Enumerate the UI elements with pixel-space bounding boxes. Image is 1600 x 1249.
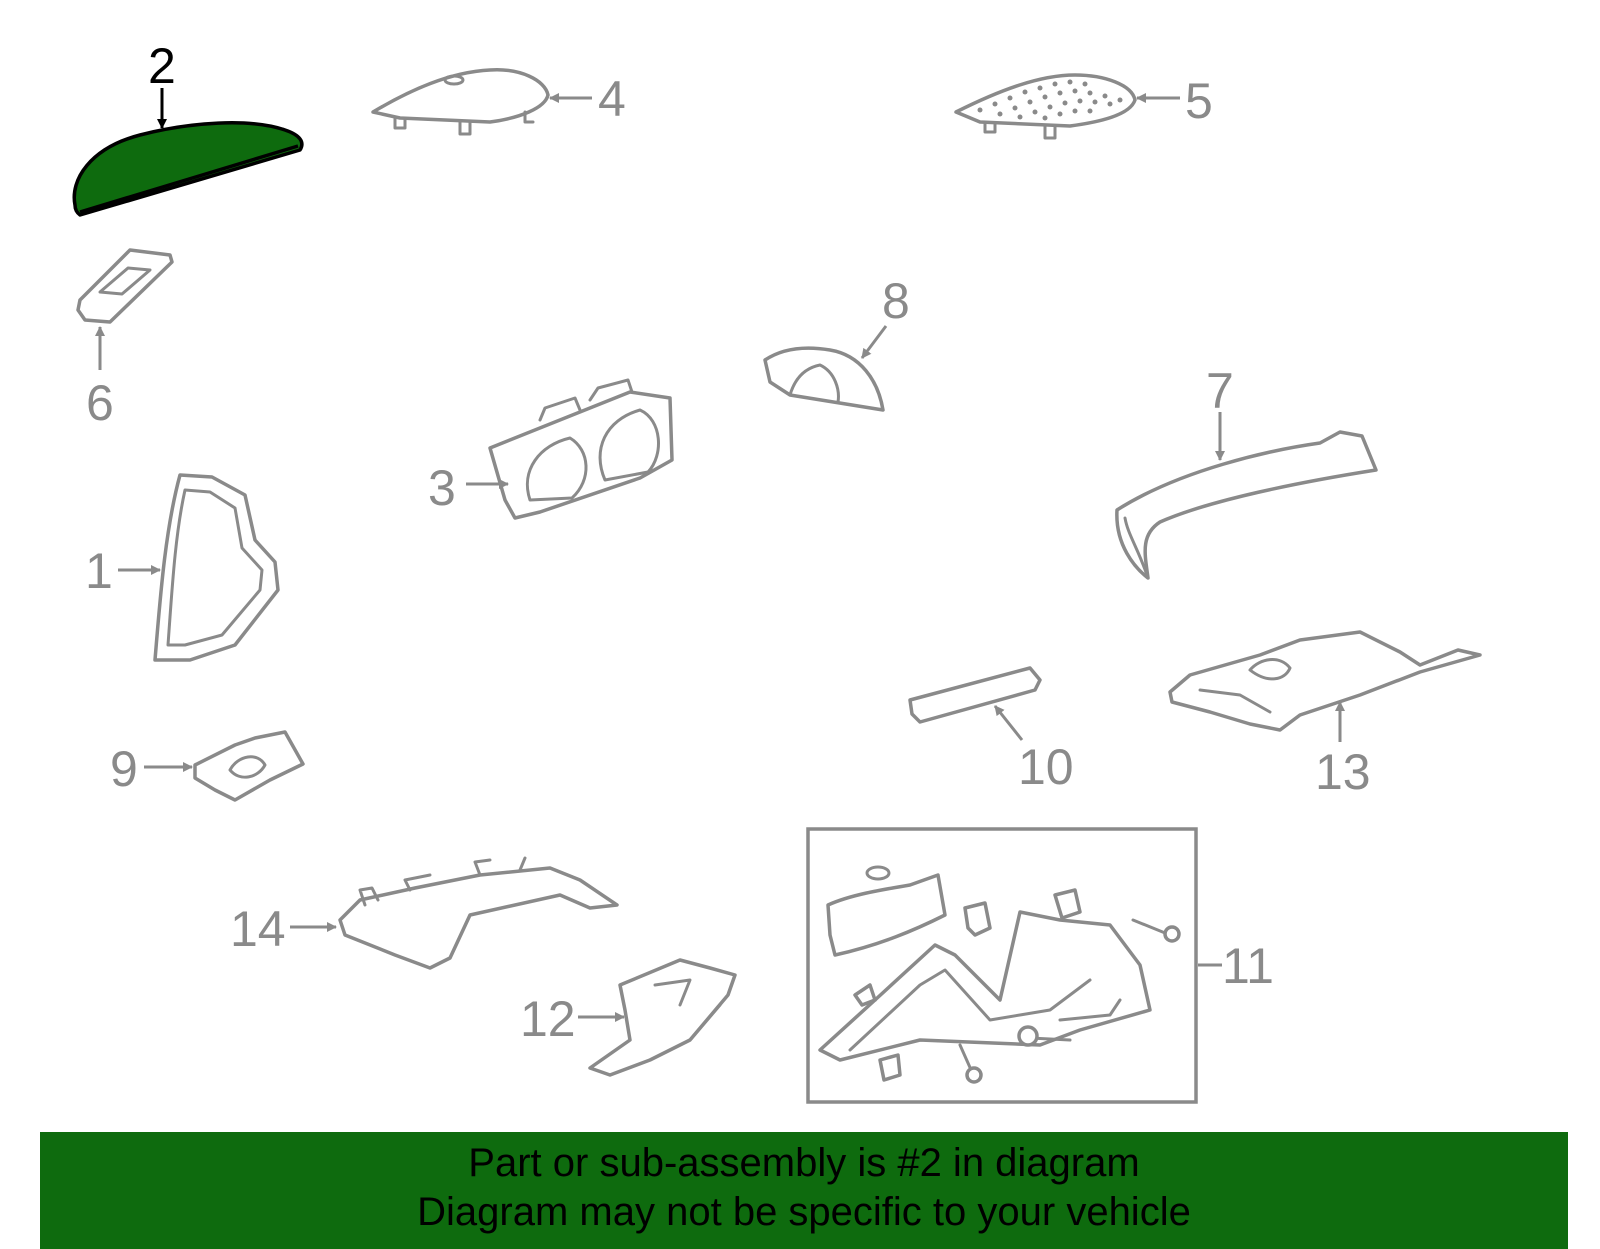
- part-13[interactable]: [1168, 630, 1482, 732]
- part-11-assembly-box[interactable]: [806, 827, 1198, 1104]
- part-10[interactable]: [908, 666, 1042, 724]
- callout-8-leader: [860, 325, 888, 359]
- callout-10-label: 10: [1018, 739, 1074, 795]
- callout-8-label: 8: [882, 273, 910, 329]
- part-6[interactable]: [76, 248, 174, 324]
- callout-2-label: 2: [148, 38, 176, 94]
- part-4[interactable]: [371, 68, 550, 136]
- callout-9-label: 9: [110, 741, 138, 797]
- banner-line-2: Diagram may not be specific to your vehi…: [417, 1190, 1191, 1234]
- part-8[interactable]: [763, 346, 885, 412]
- callout-3-label: 3: [428, 460, 456, 516]
- callout-10-leader: [993, 705, 1024, 741]
- callout-5-label: 5: [1185, 73, 1213, 129]
- callout-1-label: 1: [85, 543, 113, 599]
- part-9[interactable]: [193, 730, 305, 802]
- part-12[interactable]: [588, 958, 737, 1077]
- callout-6-label: 6: [86, 375, 114, 431]
- part-14[interactable]: [338, 856, 619, 970]
- callout-11-label: 11: [1222, 938, 1274, 994]
- callout-7-label: 7: [1206, 363, 1234, 419]
- callout-4-label: 4: [598, 71, 626, 127]
- callout-14-label: 14: [230, 901, 286, 957]
- callout-12-label: 12: [520, 991, 576, 1047]
- part-3[interactable]: [488, 378, 674, 520]
- info-banner: Part or sub-assembly is #2 in diagram Di…: [40, 1132, 1568, 1249]
- part-7[interactable]: [1115, 430, 1378, 580]
- banner-line-1: Part or sub-assembly is #2 in diagram: [468, 1141, 1140, 1185]
- part-5[interactable]: [954, 73, 1137, 140]
- part-2-highlighted[interactable]: [72, 121, 304, 217]
- part-1[interactable]: [153, 473, 280, 662]
- callout-13-label: 13: [1315, 744, 1371, 800]
